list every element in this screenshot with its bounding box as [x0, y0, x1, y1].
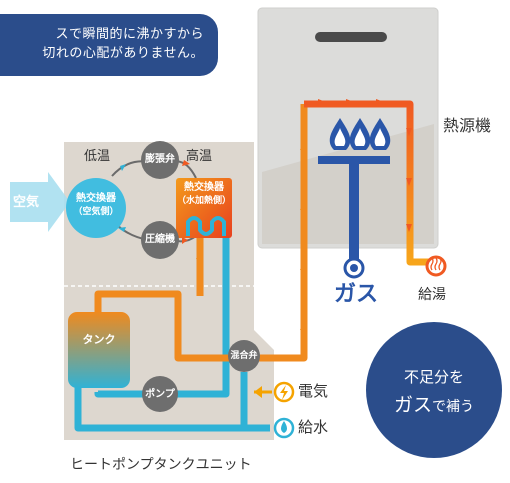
water-supply-input [273, 417, 295, 439]
flow-arrow [182, 160, 190, 166]
compressor-label: 圧縮機 [145, 234, 175, 245]
water-heat-exchanger-line-2: （水加熱側） [176, 196, 231, 206]
callout-line-2: 切れの心配がありません。 [42, 46, 204, 61]
electricity-input [254, 381, 295, 403]
flow-arrow [162, 425, 170, 431]
air-heat-exchanger [66, 178, 126, 238]
flow-arrow [75, 400, 81, 408]
flow-arrow [122, 425, 130, 431]
gas-pipe [318, 156, 390, 279]
gas-label: ガス [334, 282, 379, 307]
air-label: 空気 [13, 195, 40, 210]
air-heat-exchanger-line-1: 熱交換器 [76, 193, 116, 204]
flow-arrow [300, 262, 306, 270]
flow-arrow [406, 178, 412, 186]
vent-slot [315, 32, 387, 42]
compressor [141, 221, 179, 259]
hot-water-label: 給湯 [418, 287, 446, 303]
intro-callout: スで瞬間的に沸かすから 切れの心配がありません。 [0, 14, 218, 76]
bubble-line-2: ガスで補う [366, 396, 502, 415]
tank [68, 312, 130, 388]
bubble-gas-emphasis: ガス [393, 394, 432, 416]
heat-exchanger-coil [186, 216, 226, 236]
flow-arrow [300, 142, 306, 150]
flow-arrow [270, 355, 278, 361]
water-heater-label: 熱源機 [443, 116, 492, 135]
electricity-label: 電気 [298, 382, 329, 400]
tank-label: タンク [82, 333, 116, 346]
mixing-valve [228, 340, 260, 372]
bubble-line-1: 不足分を [403, 368, 464, 386]
pump-label: ポンプ [145, 389, 175, 400]
pump [142, 376, 178, 412]
flow-arrow [118, 227, 126, 232]
high-temp-label: 高温 [186, 149, 213, 164]
bubble-line-2-rest: で補う [432, 399, 474, 415]
flow-arrow [202, 425, 210, 431]
tank-unit-caption: ヒートポンプタンクユニット [70, 457, 252, 473]
burner-flames [329, 118, 391, 150]
water-heat-exchanger-line-1: 熱交換器 [184, 182, 224, 193]
flow-arrow [120, 291, 128, 297]
air-arrow [10, 172, 70, 232]
mixing-valve-label: 混合弁 [230, 350, 258, 361]
flow-arrow [182, 237, 188, 244]
flow-arrow [120, 164, 126, 171]
flow-arrow [346, 99, 354, 105]
low-temp-label: 低温 [84, 149, 111, 164]
flow-arrow [196, 258, 202, 266]
flow-arrow [190, 391, 198, 397]
flow-arrow [300, 322, 306, 330]
flow-arrow [120, 391, 128, 397]
flow-arrow [223, 322, 229, 330]
air-heat-exchanger-line-2: （空気側） [73, 207, 119, 217]
flow-arrow [376, 99, 384, 105]
flow-arrow [300, 202, 306, 210]
expansion-valve-label: 膨張弁 [145, 154, 175, 165]
expansion-valve [141, 141, 179, 179]
flow-arrow [223, 262, 229, 270]
supplement-bubble: 不足分を ガスで補う [366, 322, 502, 458]
flow-arrow [175, 316, 181, 324]
callout-line-1: スで瞬間的に沸かすから [55, 27, 204, 42]
water-supply-label: 給水 [298, 418, 329, 436]
flow-arrow [318, 99, 326, 105]
hot-water-outlet-icon [425, 255, 447, 277]
flow-arrow [406, 224, 412, 232]
flow-arrow [150, 291, 158, 297]
flow-arrow [406, 128, 412, 136]
